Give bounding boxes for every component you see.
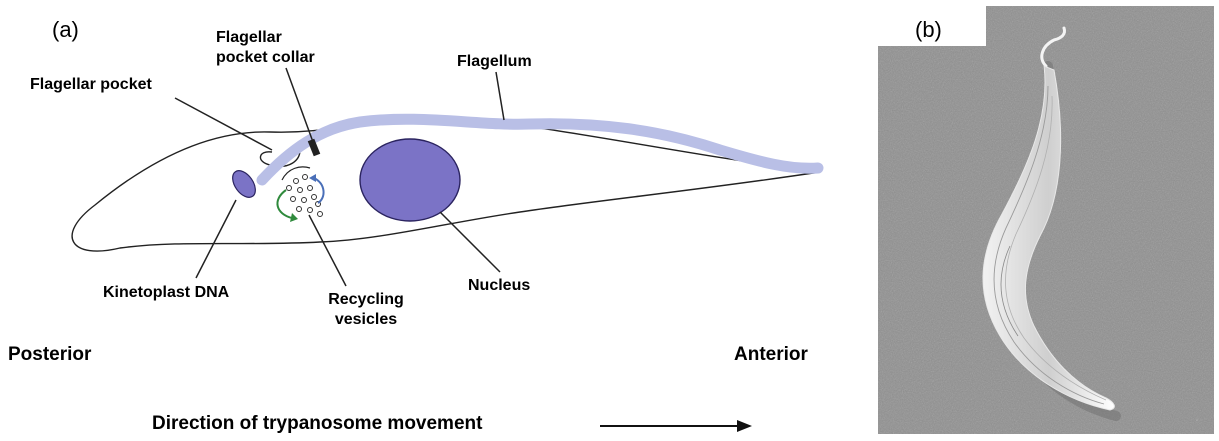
vesicle-arrowhead-green bbox=[290, 213, 298, 222]
label-nucleus: Nucleus bbox=[468, 276, 530, 296]
vesicle-arrowhead-blue bbox=[309, 174, 316, 182]
leader-nucleus bbox=[440, 212, 500, 272]
leader-vesicles bbox=[309, 215, 346, 286]
label-flagellum: Flagellum bbox=[457, 52, 532, 72]
label-flagellar-pocket: Flagellar pocket bbox=[30, 75, 152, 95]
leader-collar bbox=[286, 68, 313, 142]
micrograph-scale-mark: ◦ bbox=[1196, 418, 1198, 424]
vesicle-arrow-green bbox=[277, 190, 292, 218]
label-recycling-line2: vesicles bbox=[316, 310, 416, 330]
trypanosome-micrograph: ◦ bbox=[878, 6, 1214, 434]
label-collar-line2: pocket collar bbox=[216, 48, 315, 68]
nucleus-shape bbox=[360, 139, 460, 221]
leader-flagellar-pocket bbox=[175, 98, 272, 150]
leader-flagellum bbox=[496, 72, 504, 120]
label-anterior: Anterior bbox=[734, 345, 808, 365]
label-direction: Direction of trypanosome movement bbox=[152, 414, 482, 434]
label-recycling-line1: Recycling bbox=[316, 290, 416, 310]
label-kinetoplast-dna: Kinetoplast DNA bbox=[103, 283, 229, 303]
trypanosome-diagram bbox=[0, 0, 870, 441]
flagellum-shape bbox=[262, 119, 818, 180]
label-collar-line1: Flagellar bbox=[216, 28, 282, 48]
kinetoplast-shape bbox=[228, 167, 260, 202]
direction-arrowhead bbox=[737, 420, 752, 432]
panel-b-label: (b) bbox=[915, 17, 942, 43]
label-posterior: Posterior bbox=[8, 345, 91, 365]
panel-a-label: (a) bbox=[52, 17, 79, 43]
leader-kinetoplast bbox=[196, 200, 236, 278]
